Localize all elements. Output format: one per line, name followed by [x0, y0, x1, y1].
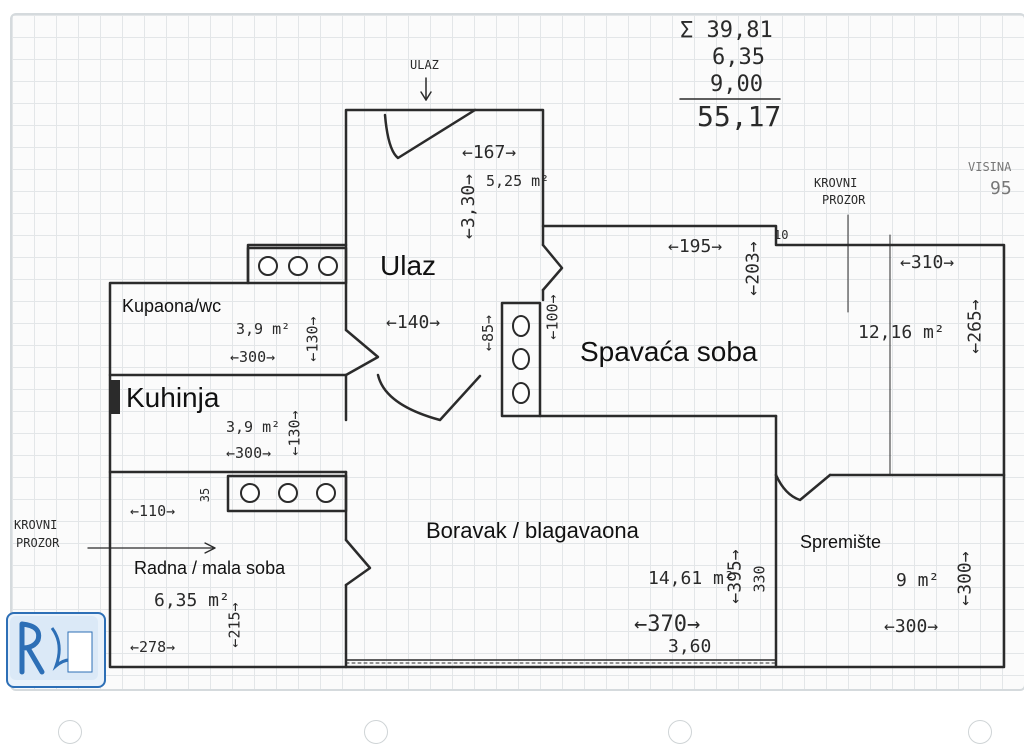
dim-boravak-area: 14,61 m²	[648, 568, 735, 589]
dim-radna-278: ←278→	[130, 638, 176, 656]
room-kuhinja: Kuhinja	[126, 382, 220, 413]
sum-line-2: 6,35	[712, 45, 765, 70]
dim-kuhinja-130: ←130→	[285, 410, 304, 456]
height-value: 95	[990, 178, 1012, 199]
height-label: VISINA	[968, 160, 1012, 174]
dim-kupaona-300: ←300→	[230, 348, 276, 366]
room-spavaca: Spavaća soba	[580, 336, 758, 367]
room-boravak: Boravak / blagavaona	[426, 518, 639, 543]
burner-5	[278, 483, 298, 503]
sum-line-1: Σ 39,81	[680, 18, 773, 43]
skylight-top-label-1: KROVNI	[814, 176, 858, 190]
burner-9	[512, 382, 530, 404]
sum-line-3: 9,00	[710, 72, 763, 97]
dim-spavaca-310: ←310→	[900, 252, 955, 273]
dim-boravak-330: 330	[750, 565, 769, 593]
room-kupaona: Kupaona/wc	[122, 296, 222, 316]
stove-box-top	[246, 246, 348, 285]
dim-ulaz-85: ←85→	[479, 314, 498, 352]
spavaca-door	[541, 243, 564, 292]
dim-kupaona-130: ←130→	[303, 316, 322, 362]
burner-7	[512, 315, 530, 337]
binder-hole-2	[364, 720, 388, 744]
dim-radna-110: ←110→	[130, 502, 176, 520]
spremiste-door	[774, 473, 832, 502]
dim-spavaca-195: ←195→	[668, 236, 723, 257]
company-logo	[6, 612, 106, 688]
outer-wall	[108, 108, 1006, 669]
sum-total: 55,17	[697, 100, 782, 133]
dim-radna-215: ←215→	[225, 602, 244, 648]
skylight-left-label-1: KROVNI	[14, 518, 58, 532]
dim-spavaca-100: ←100→	[543, 294, 562, 340]
radna-door	[344, 538, 372, 587]
dim-ulaz-height: ←3,30→	[458, 173, 480, 240]
dim-boravak-370: ←370→	[634, 612, 701, 637]
kupaona-door	[344, 328, 380, 377]
dim-spremiste-300h: ←300→	[884, 616, 939, 637]
dim-kuhinja-area: 3,9 m²	[226, 418, 281, 436]
dim-kupaona-area: 3,9 m²	[236, 320, 291, 338]
dim-ulaz-area: 5,25 m²	[486, 172, 550, 190]
entrance-label: ULAZ	[410, 58, 439, 72]
dim-radna-area: 6,35 m²	[154, 590, 230, 611]
burner-3	[318, 256, 338, 276]
room-ulaz: Ulaz	[380, 250, 437, 281]
room-spremiste: Spremište	[800, 532, 882, 552]
skylight-top-label-2: PROZOR	[822, 193, 866, 207]
dim-boravak-360: 3,60	[668, 636, 712, 657]
dim-spremiste-area: 9 m²	[896, 570, 940, 591]
dim-boravak-395: ←395→	[724, 549, 746, 604]
burner-2	[288, 256, 308, 276]
dim-ulaz-width: ←167→	[462, 142, 517, 163]
dim-radna-35: 35	[198, 487, 213, 503]
skylight-left-label-2: PROZOR	[16, 536, 60, 550]
binder-hole-1	[58, 720, 82, 744]
binder-hole-3	[668, 720, 692, 744]
burner-6	[316, 483, 336, 503]
dim-spremiste-300v: ←300→	[954, 551, 976, 606]
binder-hole-4	[968, 720, 992, 744]
arrow-down-icon	[420, 76, 421, 77]
entrance-door	[383, 108, 477, 160]
boravak-door	[376, 373, 482, 422]
stove-box-bottom	[226, 474, 348, 513]
dim-spavaca-10: 10	[774, 228, 789, 242]
burner-1	[258, 256, 278, 276]
dim-kuhinja-300: ←300→	[226, 444, 272, 462]
burner-4	[240, 483, 260, 503]
dim-spavaca-area: 12,16 m²	[858, 322, 945, 343]
burner-8	[512, 348, 530, 370]
dim-spavaca-203: ←203→	[742, 241, 764, 296]
room-radna: Radna / mala soba	[134, 558, 286, 578]
dim-spavaca-265: ←265→	[964, 299, 986, 354]
dim-ulaz-140: ←140→	[386, 312, 441, 333]
stove-column	[500, 301, 542, 418]
